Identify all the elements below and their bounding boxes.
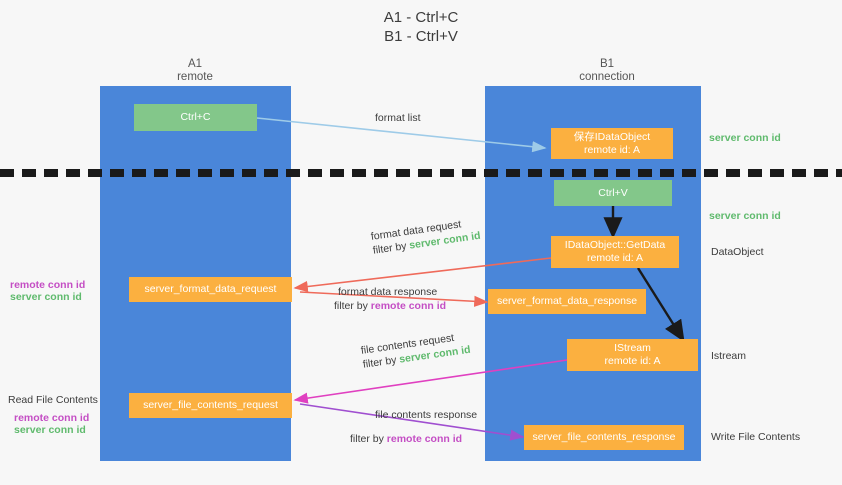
left-label-server-conn-id-1: server conn id [10,291,82,303]
node-save-idataobject-line-1: 保存IDataObject [573,130,651,143]
node-server-file-contents-response-label: server_file_contents_response [532,431,676,443]
node-save-idataobject-line-2: remote id: A [583,143,641,156]
node-ctrl-c-label: Ctrl+C [180,111,211,123]
lane-header-a1: A1 remote [115,58,275,84]
edge-label-file-contents-response: file contents response filter by remote … [350,408,478,446]
left-label-remote-conn-id-2: remote conn id [14,412,90,424]
left-label-server-conn-id-2: server conn id [14,424,86,436]
edge-label-format-data-response-filter-prefix: filter by [334,300,371,312]
edge-label-format-data-request: format data request filter by server con… [370,215,481,258]
lane-header-b1-name: B1 [599,58,615,70]
node-ctrl-v-label: Ctrl+V [598,186,628,199]
title-line-1: A1 - Ctrl+C [383,9,459,26]
lane-header-b1-sub: connection [579,71,635,83]
edge-label-file-contents-request: file contents request filter by server c… [360,329,471,372]
edge-label-format-data-response-line-1: format data response [338,286,438,298]
edge-label-format-data-request-filter-prefix: filter by [372,239,411,257]
edge-label-format-list-text: format list [375,112,421,124]
node-istream-line-1: IStream [614,342,651,354]
edge-label-file-contents-response-filter-value: remote conn id [386,433,463,445]
left-label-read-file-contents: Read File Contents [8,394,98,406]
right-label-istream: Istream [711,350,747,362]
right-label-server-conn-id-top: server conn id [709,132,781,144]
node-ctrl-c[interactable]: Ctrl+C [134,104,257,131]
edge-label-file-contents-response-line-1: file contents response [375,409,478,421]
phase-divider [0,169,842,177]
node-server-file-contents-response[interactable]: server_file_contents_response [524,425,684,450]
right-label-write-file-contents: Write File Contents [711,431,801,443]
edge-label-file-contents-request-filter-prefix: filter by [362,353,401,371]
lane-header-a1-sub: remote [177,71,213,83]
node-istream[interactable]: IStream remote id: A [567,339,698,371]
node-server-file-contents-request-label: server_file_contents_request [143,399,278,411]
node-server-file-contents-request[interactable]: server_file_contents_request [129,393,292,418]
lane-header-a1-name: A1 [187,58,203,70]
right-label-server-conn-id-mid: server conn id [709,210,781,222]
node-idataobject-getdata-line-1: IDataObject::GetData [564,239,666,251]
edge-label-format-data-response-filter-value: remote conn id [370,300,447,312]
left-label-remote-conn-id-1: remote conn id [10,279,86,291]
node-save-idataobject[interactable]: 保存IDataObject remote id: A [551,128,673,159]
edge-label-file-contents-response-filter-prefix: filter by [350,433,387,445]
node-ctrl-v[interactable]: Ctrl+V [554,180,672,206]
title-line-2: B1 - Ctrl+V [384,28,458,45]
node-server-format-data-response-label: server_format_data_response [496,295,638,307]
node-idataobject-getdata[interactable]: IDataObject::GetData remote id: A [551,236,679,268]
edge-label-format-data-response: format data response filter by remote co… [334,285,447,313]
node-server-format-data-response[interactable]: server_format_data_response [488,289,646,314]
right-label-dataobject: DataObject [711,246,764,258]
node-server-format-data-request[interactable]: server_format_data_request [129,277,292,302]
node-istream-line-2: remote id: A [604,355,661,367]
page-title: A1 - Ctrl+C B1 - Ctrl+V [0,8,842,46]
node-server-format-data-request-label: server_format_data_request [144,283,277,295]
edge-label-format-list: format list [375,111,421,125]
node-idataobject-getdata-line-2: remote id: A [586,252,644,264]
lane-header-b1: B1 connection [527,58,687,84]
